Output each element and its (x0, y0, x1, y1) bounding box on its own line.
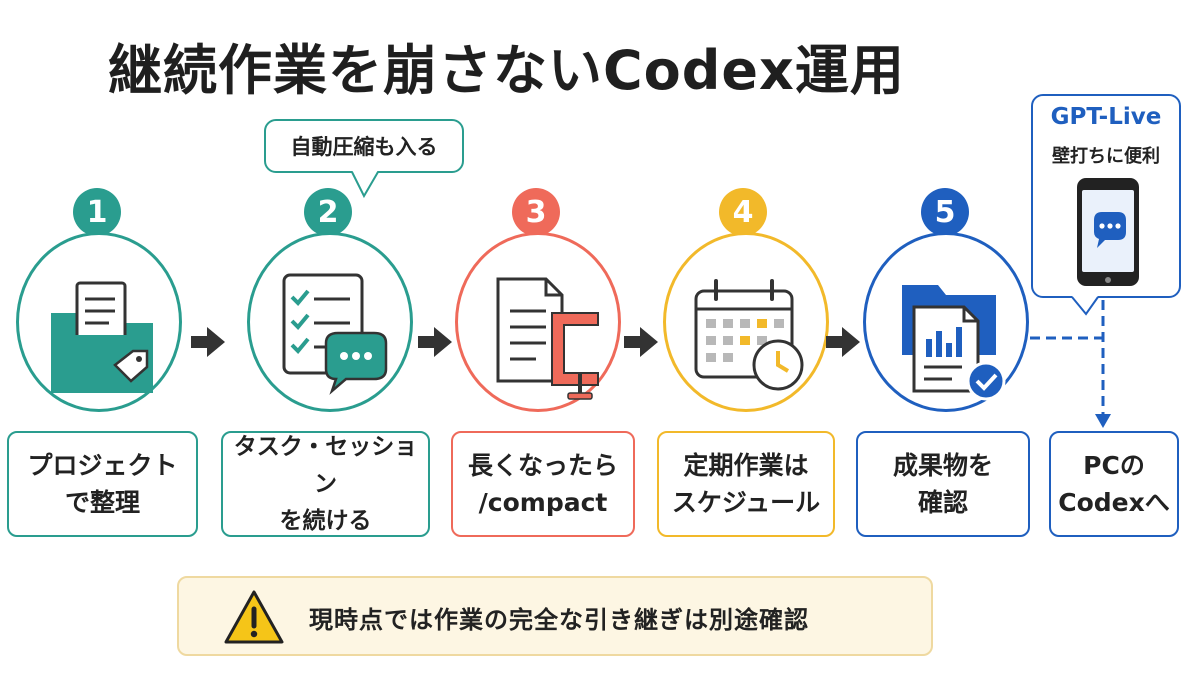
step-1-label: プロジェクト で整理 (7, 431, 198, 537)
checklist-chat-icon (282, 273, 388, 395)
warning-text: 現時点では作業の完全な引き継ぎは別途確認 (309, 606, 809, 634)
folder-document-tag-icon (51, 281, 153, 393)
step-5-label-line2: 確認 (917, 488, 968, 517)
step-2-label-line2: を続ける (279, 507, 372, 534)
step-4-label-line1: 定期作業は (683, 451, 809, 480)
step-5-label-line1: 成果物を (892, 451, 993, 480)
step-2-number: 2 (304, 188, 352, 236)
calendar-clock-icon (694, 279, 804, 391)
pc-label-line2: Codexへ (1058, 488, 1170, 517)
step-3-number: 3 (512, 188, 560, 236)
step-1-label-line1: プロジェクト (27, 451, 178, 480)
step-2-label: タスク・セッション を続ける (221, 431, 430, 537)
step-3-icon-circle (455, 232, 621, 412)
step-4-label: 定期作業は スケジュール (657, 431, 835, 537)
step-5-label: 成果物を 確認 (856, 431, 1030, 537)
pc-codex-label: PCの Codexへ (1049, 431, 1179, 537)
arrow-right-icon (418, 327, 452, 357)
bubble-tail (351, 170, 379, 199)
document-clamp-icon (496, 277, 599, 400)
step-4-icon-circle (663, 232, 829, 412)
step-1-label-line2: で整理 (64, 488, 140, 517)
step-2-icon-circle (247, 232, 413, 412)
arrow-right-icon (191, 327, 225, 357)
step-3-label-line2: /compact (478, 488, 608, 517)
step-3-label: 長くなったら /compact (451, 431, 635, 537)
step-1-number: 1 (73, 188, 121, 236)
pc-label-line1: PCの (1083, 451, 1145, 480)
warning-banner: 現時点では作業の完全な引き継ぎは別途確認 (177, 576, 933, 656)
folder-report-check-icon (902, 285, 1006, 401)
warning-triangle-icon (224, 590, 284, 644)
page-title: 継続作業を崩さないCodex運用 (108, 39, 905, 102)
step-3-label-line1: 長くなったら (467, 451, 618, 480)
step-2-label-line1: タスク・セッション (233, 433, 418, 497)
gpt-live-box: GPT-Live 壁打ちに便利 (1031, 94, 1181, 298)
arrow-right-icon (624, 327, 658, 357)
gpt-live-subtitle: 壁打ちに便利 (1052, 146, 1160, 167)
step-4-number: 4 (719, 188, 767, 236)
gpt-live-title: GPT-Live (1050, 104, 1162, 130)
step-5-icon-circle (863, 232, 1029, 412)
smartphone-chat-icon (1077, 178, 1139, 286)
step-4-label-line2: スケジュール (671, 488, 821, 517)
step-1-icon-circle (16, 232, 182, 412)
arrow-right-icon (826, 327, 860, 357)
bubble-text: 自動圧縮も入る (290, 135, 438, 159)
auto-compress-bubble: 自動圧縮も入る (264, 119, 464, 173)
step-5-number: 5 (921, 188, 969, 236)
